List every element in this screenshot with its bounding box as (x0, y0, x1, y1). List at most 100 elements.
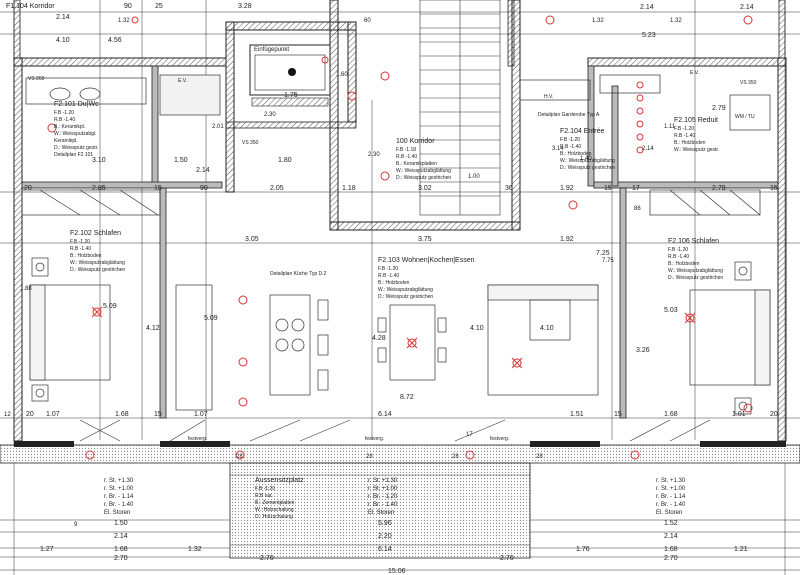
svg-text:2.70: 2.70 (260, 555, 274, 562)
svg-text:R.B -1.40: R.B -1.40 (54, 117, 75, 123)
svg-text:15: 15 (154, 411, 162, 418)
svg-text:3.05: 3.05 (245, 236, 259, 243)
svg-text:1.50: 1.50 (114, 520, 128, 527)
svg-text:4.10: 4.10 (470, 325, 484, 332)
svg-text:3.28: 3.28 (238, 3, 252, 10)
svg-text:B.: Keramikpl.: B.: Keramikpl. (54, 124, 85, 130)
dimensions-mid: 20 2.85 15 90 2.05 1.18 3.02 36 1.92 15 … (24, 185, 778, 192)
svg-text:1.51: 1.51 (570, 411, 584, 418)
svg-text:r. Br. - 1.20: r. Br. - 1.20 (368, 494, 398, 500)
staircase (419, 0, 501, 216)
svg-text:8.72: 8.72 (400, 394, 414, 401)
svg-text:El. Storen: El. Storen (368, 510, 394, 516)
svg-text:2.14: 2.14 (642, 146, 654, 152)
window-spec-left: r. St. +1.30 r. St. +1.00 r. Br. - 1.14 … (104, 478, 134, 516)
svg-text:1.40: 1.40 (580, 156, 592, 162)
window-spec-right: r. St. +1.30 r. St. +1.00 r. Br. - 1.14 … (656, 478, 686, 516)
svg-text:r. Br. - 1.40: r. Br. - 1.40 (656, 502, 686, 508)
svg-text:1.60: 1.60 (336, 72, 348, 78)
svg-text:28: 28 (536, 454, 543, 460)
svg-text:B.: Holzboden: B.: Holzboden (70, 253, 102, 259)
svg-text:4.28: 4.28 (372, 335, 386, 342)
svg-text:B.: Keramikplatten: B.: Keramikplatten (396, 161, 437, 167)
svg-text:D.: Weissputz gestrichen: D.: Weissputz gestrichen (378, 294, 433, 300)
facade-bottom (0, 441, 800, 559)
room-f2106: F2.106 Schlafen F.B -1.20 R.B -1.40 B.: … (668, 238, 723, 281)
svg-text:2.01: 2.01 (212, 124, 224, 130)
svg-text:4.10: 4.10 (56, 37, 70, 44)
svg-text:2.14: 2.14 (196, 167, 210, 174)
svg-text:90: 90 (200, 185, 208, 192)
svg-text:1.68: 1.68 (664, 546, 678, 553)
exterior-walls (13, 0, 787, 442)
svg-text:7.75: 7.75 (602, 258, 614, 264)
small-marks: 60 2.30 2.30 1.00 3.14 1.40 86 7.75 2.14… (4, 18, 676, 528)
svg-text:4.12: 4.12 (146, 325, 160, 332)
elevator (249, 44, 331, 107)
svg-text:R.B -1.40: R.B -1.40 (396, 154, 417, 160)
svg-text:1.11: 1.11 (664, 124, 676, 130)
svg-text:r. St. +1.00: r. St. +1.00 (656, 486, 686, 492)
svg-text:90: 90 (124, 3, 132, 10)
svg-text:F2.102 Schlafen: F2.102 Schlafen (70, 230, 121, 237)
room-f2104: Detailplan Garderobe Typ A F2.104 Entrée… (538, 112, 615, 171)
svg-text:R.B -1.40: R.B -1.40 (560, 144, 581, 150)
svg-text:36: 36 (505, 185, 513, 192)
svg-text:r. Br. - 1.14: r. Br. - 1.14 (104, 494, 134, 500)
svg-text:1.00: 1.00 (468, 174, 480, 180)
svg-text:1.01: 1.01 (732, 411, 746, 418)
svg-text:VS 350: VS 350 (242, 140, 259, 146)
misc-labels: Einfügepunkt Detailplan Küche Typ D.2 VS… (28, 47, 757, 442)
electrical-markers (47, 15, 753, 460)
svg-text:R.B var.: R.B var. (255, 493, 273, 499)
svg-text:2.14: 2.14 (114, 533, 128, 540)
svg-text:1.52: 1.52 (664, 520, 678, 527)
svg-text:r. St. +1.30: r. St. +1.30 (104, 478, 134, 484)
furniture (21, 74, 771, 415)
svg-text:2.14: 2.14 (664, 533, 678, 540)
svg-text:El. Storen: El. Storen (656, 510, 682, 516)
svg-text:W.: Weissputzabglättung: W.: Weissputzabglättung (560, 158, 615, 164)
svg-text:R.B -1.40: R.B -1.40 (378, 273, 399, 279)
svg-text:F.B -1.20: F.B -1.20 (560, 137, 580, 143)
svg-text:W.: Weissputzabglättung: W.: Weissputzabglättung (668, 268, 723, 274)
svg-text:E.V.: E.V. (178, 78, 187, 84)
svg-text:1.32: 1.32 (188, 546, 202, 553)
svg-text:B.: Zementplatten: B.: Zementplatten (255, 500, 295, 506)
svg-text:W.: Weissputz gestr.: W.: Weissputz gestr. (674, 147, 719, 153)
window-spec-mid: r. St. +1.30 r. St. +1.00 r. Br. - 1.20 … (368, 478, 398, 516)
svg-text:28: 28 (452, 454, 459, 460)
svg-text:25: 25 (155, 3, 163, 10)
svg-text:1.32: 1.32 (670, 18, 682, 24)
svg-text:F.B -1.20: F.B -1.20 (255, 486, 275, 492)
room-title: F1.104 Korridor (6, 3, 55, 10)
svg-text:5.09: 5.09 (204, 315, 218, 322)
svg-text:5.09: 5.09 (103, 303, 117, 310)
svg-text:5.23: 5.23 (642, 32, 656, 39)
svg-text:1.80: 1.80 (278, 157, 292, 164)
svg-text:1.32: 1.32 (592, 18, 604, 24)
svg-text:festverg.: festverg. (490, 436, 509, 442)
dimensions-bottom-row1: 20 1.07 1.68 15 1.07 6.14 1.51 15 1.68 1… (26, 411, 778, 418)
svg-text:1.88: 1.88 (20, 286, 32, 292)
svg-text:F.B -1.20: F.B -1.20 (668, 247, 688, 253)
svg-text:28: 28 (366, 454, 373, 460)
svg-text:15: 15 (154, 185, 162, 192)
svg-text:28: 28 (236, 454, 243, 460)
svg-text:Detailplan Garderobe Typ A: Detailplan Garderobe Typ A (538, 112, 600, 118)
svg-text:D.: Weissputz gestrichen: D.: Weissputz gestrichen (70, 267, 125, 273)
svg-text:17: 17 (466, 432, 473, 438)
svg-text:F.B -1.20: F.B -1.20 (70, 239, 90, 245)
svg-text:WM / TU: WM / TU (735, 114, 755, 120)
svg-text:F.B -1.20: F.B -1.20 (674, 126, 694, 132)
svg-text:1.18: 1.18 (342, 185, 356, 192)
svg-text:2.85: 2.85 (92, 185, 106, 192)
svg-text:E.V.: E.V. (690, 70, 699, 76)
svg-text:festverg.: festverg. (188, 436, 207, 442)
svg-text:r. Br. - 1.40: r. Br. - 1.40 (368, 502, 398, 508)
svg-text:r. St. +1.00: r. St. +1.00 (368, 486, 398, 492)
svg-text:2.05: 2.05 (270, 185, 284, 192)
svg-text:2.30: 2.30 (264, 112, 276, 118)
svg-text:60: 60 (364, 18, 371, 24)
